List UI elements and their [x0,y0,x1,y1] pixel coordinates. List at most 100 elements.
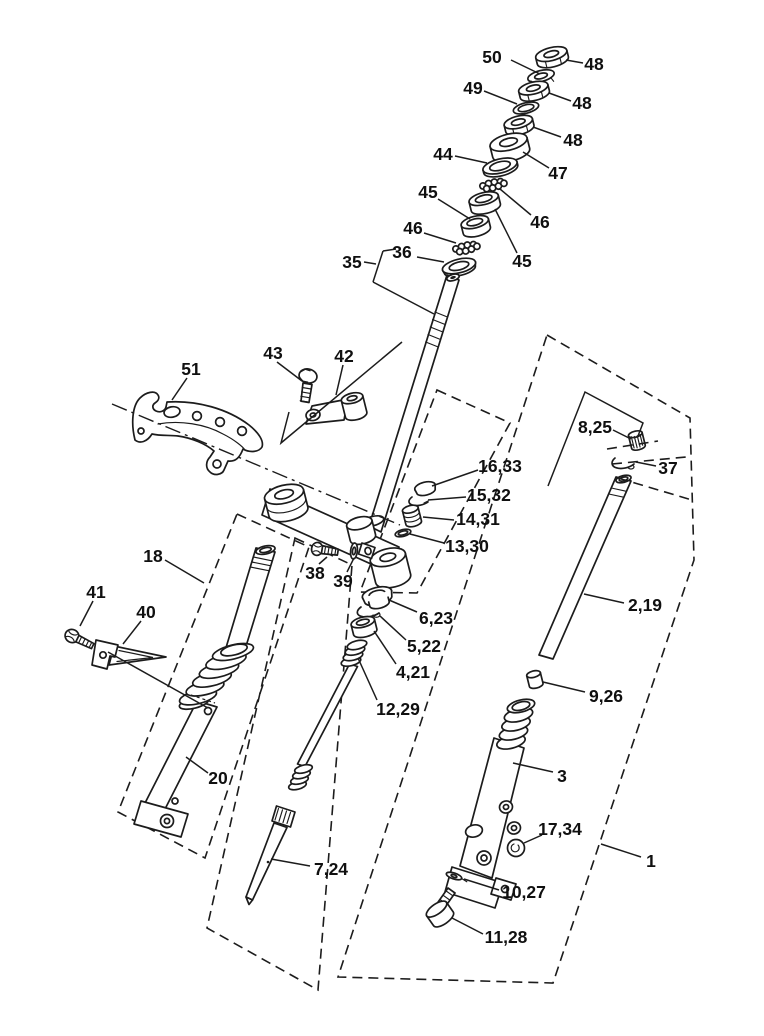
part-bolt-43 [298,368,318,404]
part-label-35-12: 35 [342,252,362,272]
part-pinch-bolt-38 [310,541,340,557]
ref-line-label-35-to-stem [372,281,435,315]
leader-line-16-33-16 [431,469,479,487]
part-label-40-24: 40 [136,602,156,622]
part-label-37-31: 37 [658,458,677,478]
ref-line-clip-37-box-link [617,477,693,501]
part-label-41-23: 41 [86,582,106,602]
part-ring-nut-48-mid [517,80,551,103]
part-label-1-36: 1 [646,851,656,871]
ref-line-clip-37-box-top [606,440,659,450]
part-label-47-5: 47 [548,163,567,183]
leader-line-37-31 [635,461,657,467]
part-label-36-11: 36 [392,242,412,262]
part-clip-5-22 [356,606,381,618]
leader-line-15-32-17 [427,496,467,501]
part-label-13-30-19: 13,30 [445,536,489,556]
leader-line-36-11 [416,256,445,263]
leader-line-46-10 [423,232,457,244]
leader-line-40-24 [122,620,142,645]
part-washer-49 [512,101,540,115]
part-pin-10-27 [445,871,468,883]
group-box-small-parts-group [358,388,512,594]
leader-line-39-21 [346,557,355,573]
part-label-18-22: 18 [143,546,163,566]
part-race-ring-36 [441,257,477,278]
part-bracket-51 [131,391,264,476]
clamp-center-boss [345,515,377,546]
part-label-45-8: 45 [418,182,438,202]
part-clip-15-32 [408,496,429,507]
part-ring-nut-48-low [503,114,535,137]
part-seal-44 [482,157,519,178]
ref-line-clip-37-box-bottom [611,456,687,465]
leader-line-43-13 [276,361,303,382]
part-label-15-32-17: 15,32 [467,485,511,505]
leader-line-12-29-28 [357,657,378,701]
leader-line-46-7 [499,188,532,216]
part-inner-tube-2-19 [538,474,632,660]
part-label-39-21: 39 [333,571,353,591]
part-clip-37 [611,457,635,470]
part-label-17-34-35: 17,34 [538,819,582,839]
leader-line-44-6 [454,155,488,164]
part-label-4-21-27: 4,21 [396,662,430,682]
leader-line-11-28-39 [451,917,484,935]
leader-line-18-22 [164,559,205,584]
reference-lines-layer [107,248,693,709]
leader-line-13-30-19 [409,533,445,544]
leader-line-41-23 [79,600,94,627]
part-label-3-34: 3 [557,766,567,786]
part-label-51-15: 51 [181,359,201,379]
leader-line-48-3 [548,92,572,102]
leader-line-45-8 [437,198,471,220]
part-label-11-28-39: 11,28 [485,927,528,947]
part-label-2-19-32: 2,19 [628,595,662,615]
leader-line-48-1 [565,59,584,64]
leader-line-3-34 [512,762,554,773]
part-ring-13-30 [394,528,412,538]
part-label-8-25-30: 8,25 [578,417,612,437]
part-label-38-20: 38 [305,563,325,583]
part-air-bolt-8-25 [627,429,647,452]
part-left-fork-leg-20 [133,544,276,838]
leader-line-45-9 [494,208,518,254]
part-label-46-10: 46 [403,218,423,238]
fork-boot-bellows [178,642,255,711]
part-label-49-2: 49 [463,78,483,98]
clamp-right-boss [369,547,412,589]
part-label-12-29-28: 12,29 [376,699,420,719]
leader-line-5-22-26 [379,615,407,641]
part-label-20-29: 20 [208,768,228,788]
ref-line-label-35-bracket-bar [372,250,384,283]
part-label-43-13: 43 [263,343,283,363]
leader-line-10-27-38 [463,878,500,891]
part-label-5-22-26: 5,22 [407,636,441,656]
part-bearing-race-45-lower [460,214,492,238]
clamp-left-boss [263,483,309,523]
leader-line-48-4 [532,126,562,138]
leader-line-9-26-33 [542,681,586,693]
ref-line-bolt-8-25-bracket [547,390,644,487]
part-ball-bearing-46-upper [478,177,508,193]
ref-line-label-35-bracket-arm [382,248,397,252]
group-box-damper-rod-group [206,536,353,992]
part-label-6-23-25: 6,23 [419,608,453,628]
leader-line-8-25-30 [612,429,632,440]
leader-line-47-5 [522,151,550,169]
leader-line-17-34-35 [523,834,543,844]
part-bearing-cover-47 [489,132,531,163]
leader-line-1-36 [600,843,642,858]
ref-line-bracket-51-alignment [111,403,401,526]
part-label-48-4: 48 [563,130,583,150]
part-label-14-31-18: 14,31 [456,509,500,529]
leader-line-14-31-18 [422,516,455,521]
part-ball-bearing-46-lower [451,240,481,256]
part-label-48-3: 48 [572,93,592,113]
leader-line-20-29 [185,756,209,774]
group-boxes-layer [116,333,695,992]
part-bushing-4-21 [350,615,378,639]
part-washer-39 [349,542,359,560]
